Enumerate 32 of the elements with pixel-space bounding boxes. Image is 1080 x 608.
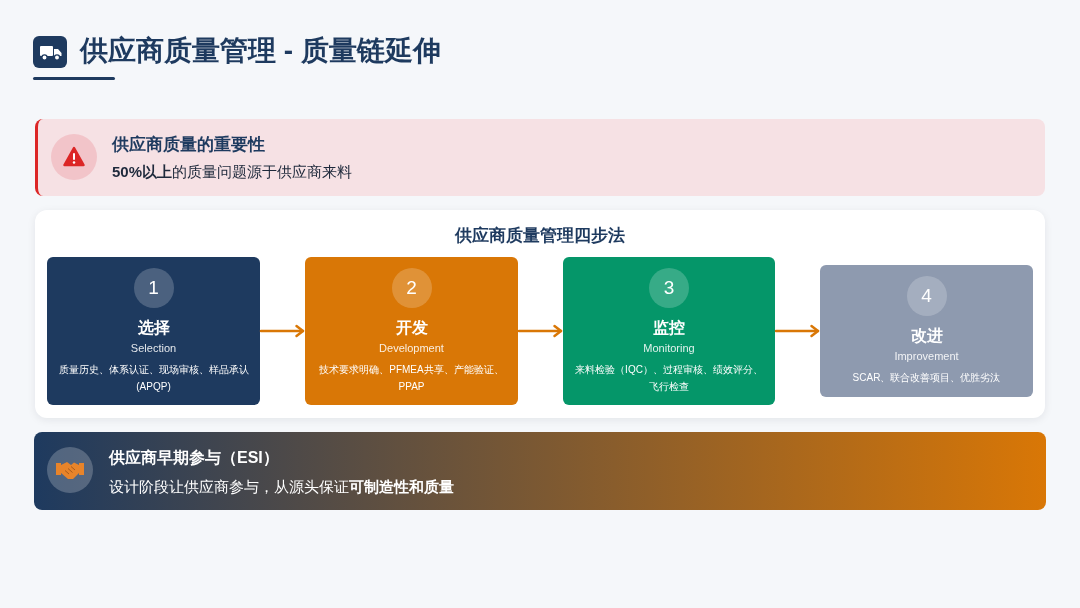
step-subtitle: Monitoring xyxy=(643,341,695,356)
step-title: 开发 xyxy=(395,318,428,338)
banner-heading: 供应商早期参与（ESI） xyxy=(109,448,279,468)
alert-heading: 供应商质量的重要性 xyxy=(112,134,265,156)
step-description: 质量历史、体系认证、现场审核、样品承认(APQP) xyxy=(57,363,250,394)
step-title: 选择 xyxy=(137,318,170,338)
step-subtitle: Improvement xyxy=(894,349,959,364)
number-circle: 1 xyxy=(133,268,174,308)
step-title: 监控 xyxy=(653,318,685,338)
alert-text: 50%以上的质量问题源于供应商来料 xyxy=(112,162,353,182)
step-description: 来料检验（IQC）、过程审核、绩效评分、飞行检查 xyxy=(574,363,764,394)
step-description: SCAR、联合改善项目、优胜劣汰 xyxy=(852,371,1001,385)
number-circle: 3 xyxy=(649,268,689,308)
step-card xyxy=(305,257,518,405)
step-description: 技术要求明确、PFMEA共享、产能验证、PPAP xyxy=(318,363,505,394)
step-card xyxy=(820,265,1033,397)
steps-panel xyxy=(35,210,1045,418)
page-title: 供应商质量管理 - 质量链延伸 xyxy=(80,34,441,68)
step-subtitle: Development xyxy=(379,341,444,356)
panel-heading: 供应商质量管理四步法 xyxy=(455,225,625,247)
step-title: 改进 xyxy=(910,326,943,346)
banner-text: 设计阶段让供应商参与，从源头保证可制造性和质量 xyxy=(109,477,454,497)
alert-card xyxy=(35,119,1045,196)
arrow xyxy=(517,324,563,338)
info-banner xyxy=(34,432,1046,510)
step-card xyxy=(563,257,775,405)
number-circle: 4 xyxy=(906,276,947,316)
step-card xyxy=(47,257,260,405)
number-circle: 2 xyxy=(391,268,432,308)
arrow xyxy=(774,324,820,338)
arrow xyxy=(259,324,305,338)
step-subtitle: Selection xyxy=(130,341,177,356)
